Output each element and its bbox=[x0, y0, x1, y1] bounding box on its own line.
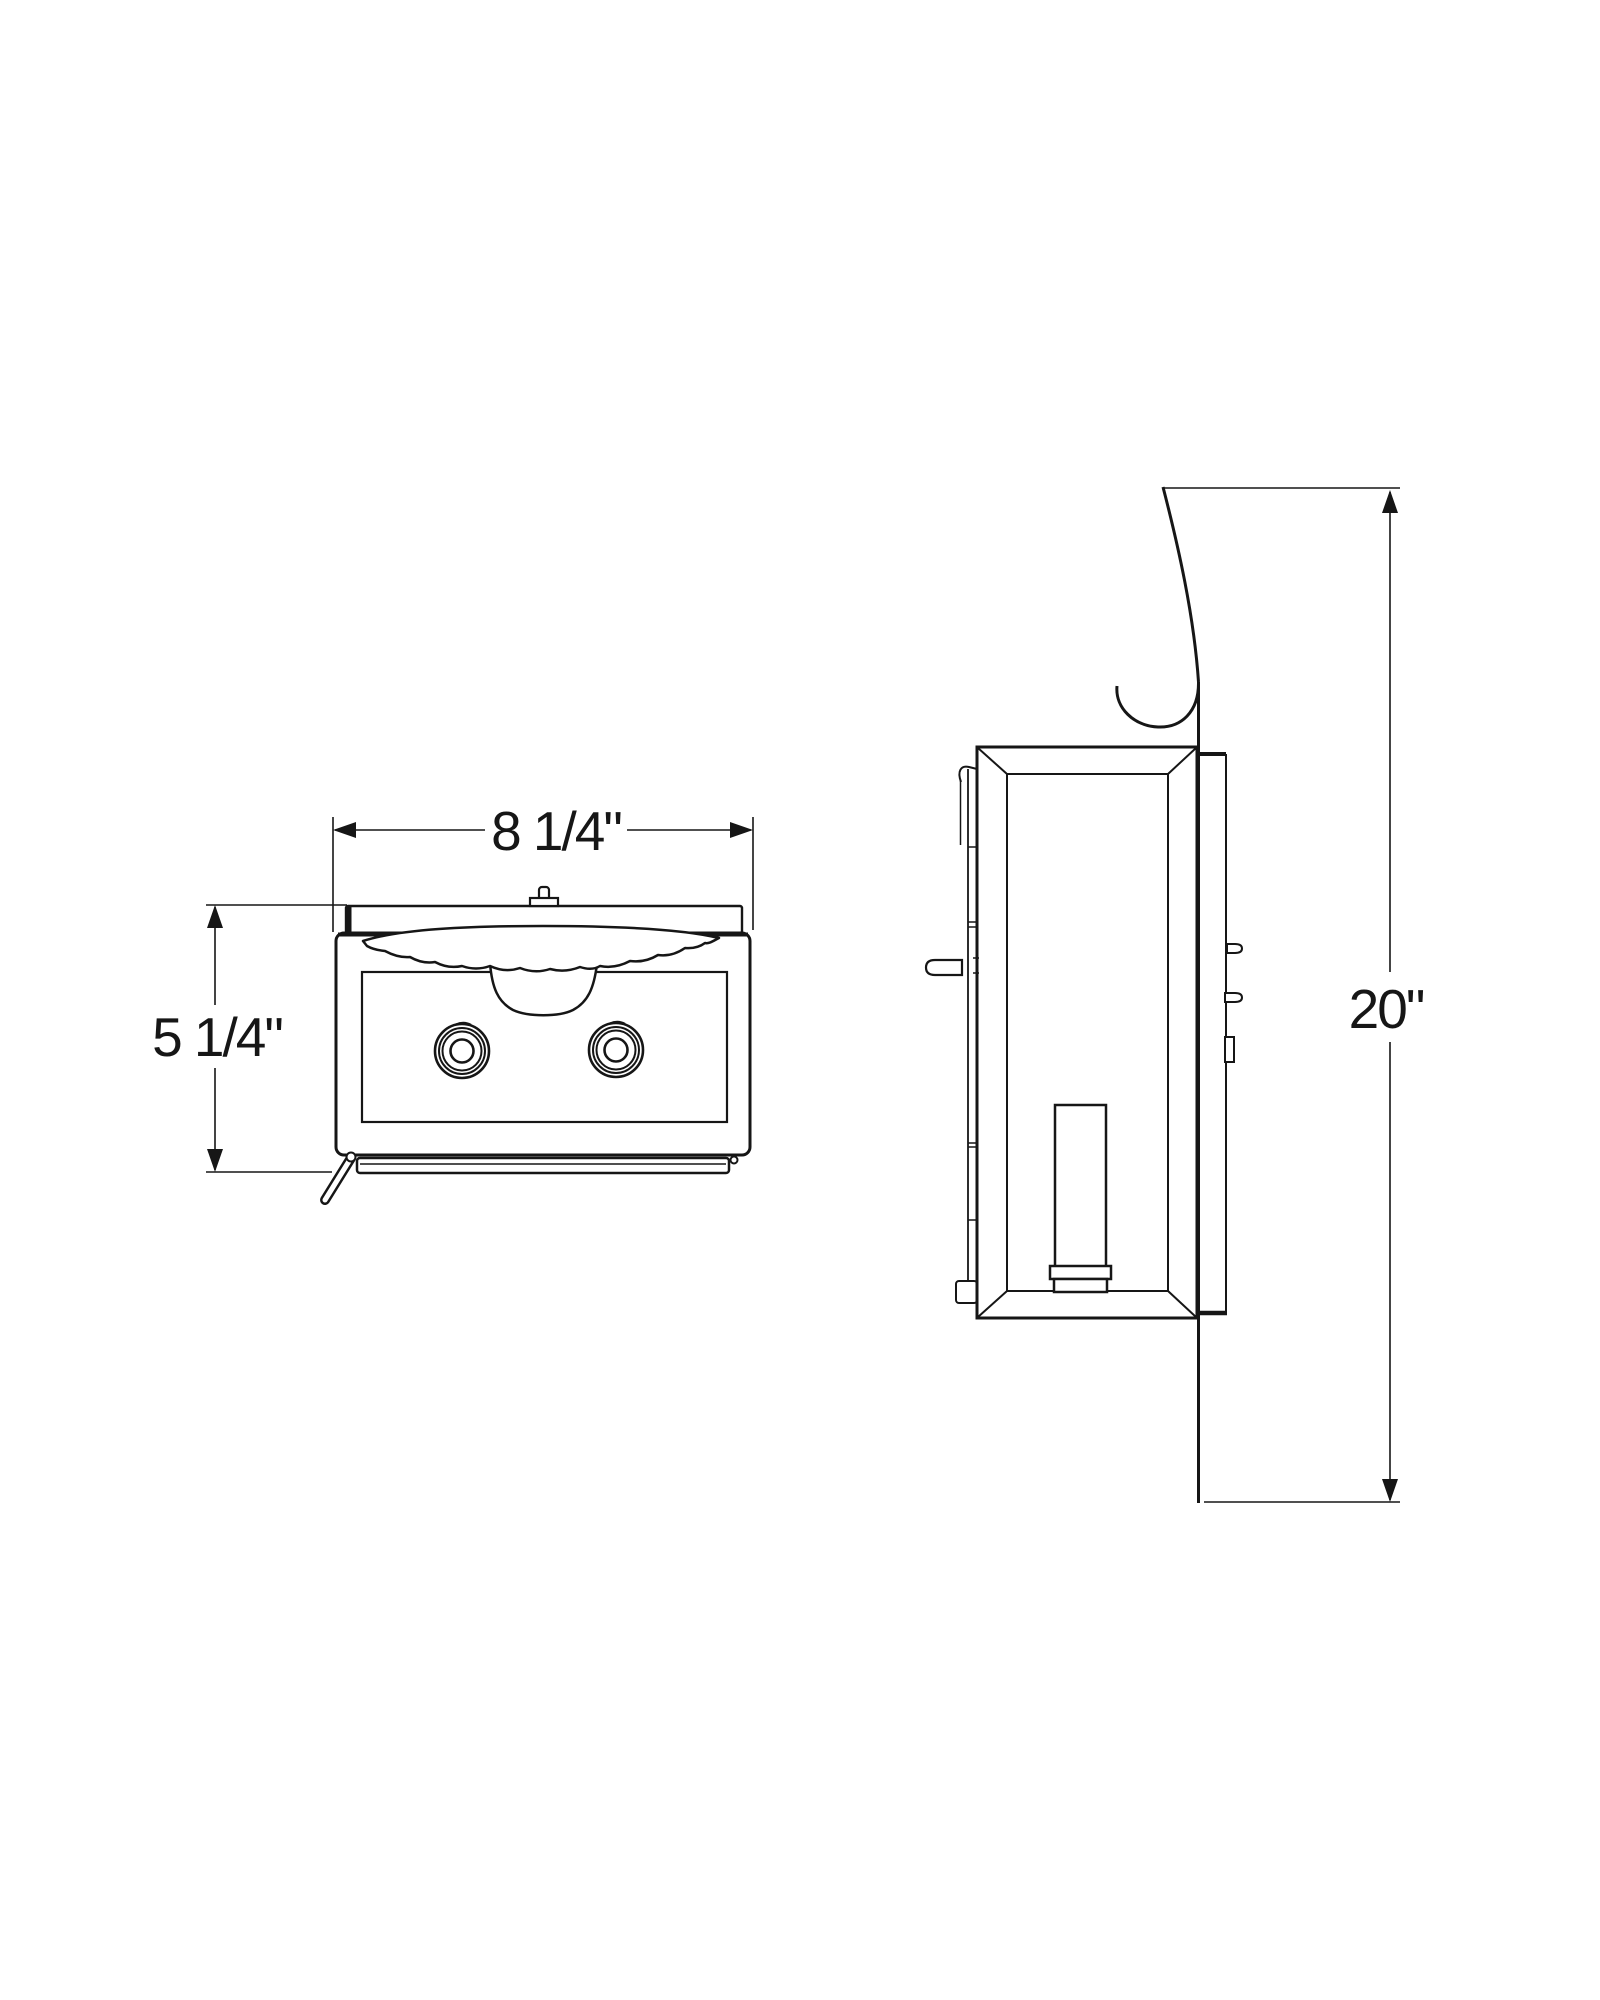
front-width-dimension: 8 1/4" bbox=[332, 800, 754, 932]
scalloped-valance bbox=[361, 924, 721, 973]
front-view: 8 1/4" 5 1/4" bbox=[152, 800, 754, 1205]
pin-ticks bbox=[973, 957, 979, 974]
candle-collar bbox=[1048, 1264, 1113, 1281]
front-height-dimension: 5 1/4" bbox=[152, 904, 347, 1173]
front-width-label: 8 1/4" bbox=[491, 800, 621, 862]
match-lever bbox=[320, 1153, 356, 1205]
arrowhead-right bbox=[730, 822, 753, 838]
backplate-top-curve bbox=[1161, 486, 1200, 683]
box-bevel-edges bbox=[977, 747, 1197, 1318]
drape-pocket bbox=[488, 961, 599, 1017]
trim-top-hook bbox=[958, 765, 978, 783]
arrowhead-down bbox=[1382, 1479, 1398, 1502]
side-height-dimension: 20" bbox=[1163, 487, 1426, 1503]
front-trim-profile bbox=[924, 765, 978, 1304]
arrowhead-down bbox=[207, 1149, 223, 1172]
right-knob bbox=[587, 1020, 645, 1079]
candle-sleeve bbox=[1053, 1103, 1108, 1270]
mount-pin-lower bbox=[1224, 992, 1244, 1003]
side-height-label: 20" bbox=[1349, 978, 1424, 1040]
finial bbox=[528, 885, 560, 908]
tray-end-knob bbox=[729, 1155, 739, 1165]
side-lever-pin bbox=[924, 958, 964, 977]
arrowhead-up bbox=[1382, 490, 1398, 513]
arrowhead-left bbox=[333, 822, 356, 838]
mount-pin-upper bbox=[1226, 943, 1244, 954]
front-height-label: 5 1/4" bbox=[152, 1006, 282, 1068]
trim-bottom-foot bbox=[955, 1280, 978, 1304]
side-view: 20" bbox=[924, 486, 1426, 1503]
backplate-curl-hook bbox=[1115, 681, 1201, 729]
arrowhead-up bbox=[207, 905, 223, 928]
left-knob bbox=[433, 1021, 491, 1080]
mount-tab bbox=[1224, 1036, 1235, 1063]
lever-pivot bbox=[345, 1151, 357, 1163]
wall-bracket bbox=[1198, 752, 1244, 1316]
candle bbox=[1048, 1103, 1113, 1294]
bottom-tray bbox=[345, 1151, 739, 1175]
candle-base bbox=[1052, 1277, 1109, 1294]
